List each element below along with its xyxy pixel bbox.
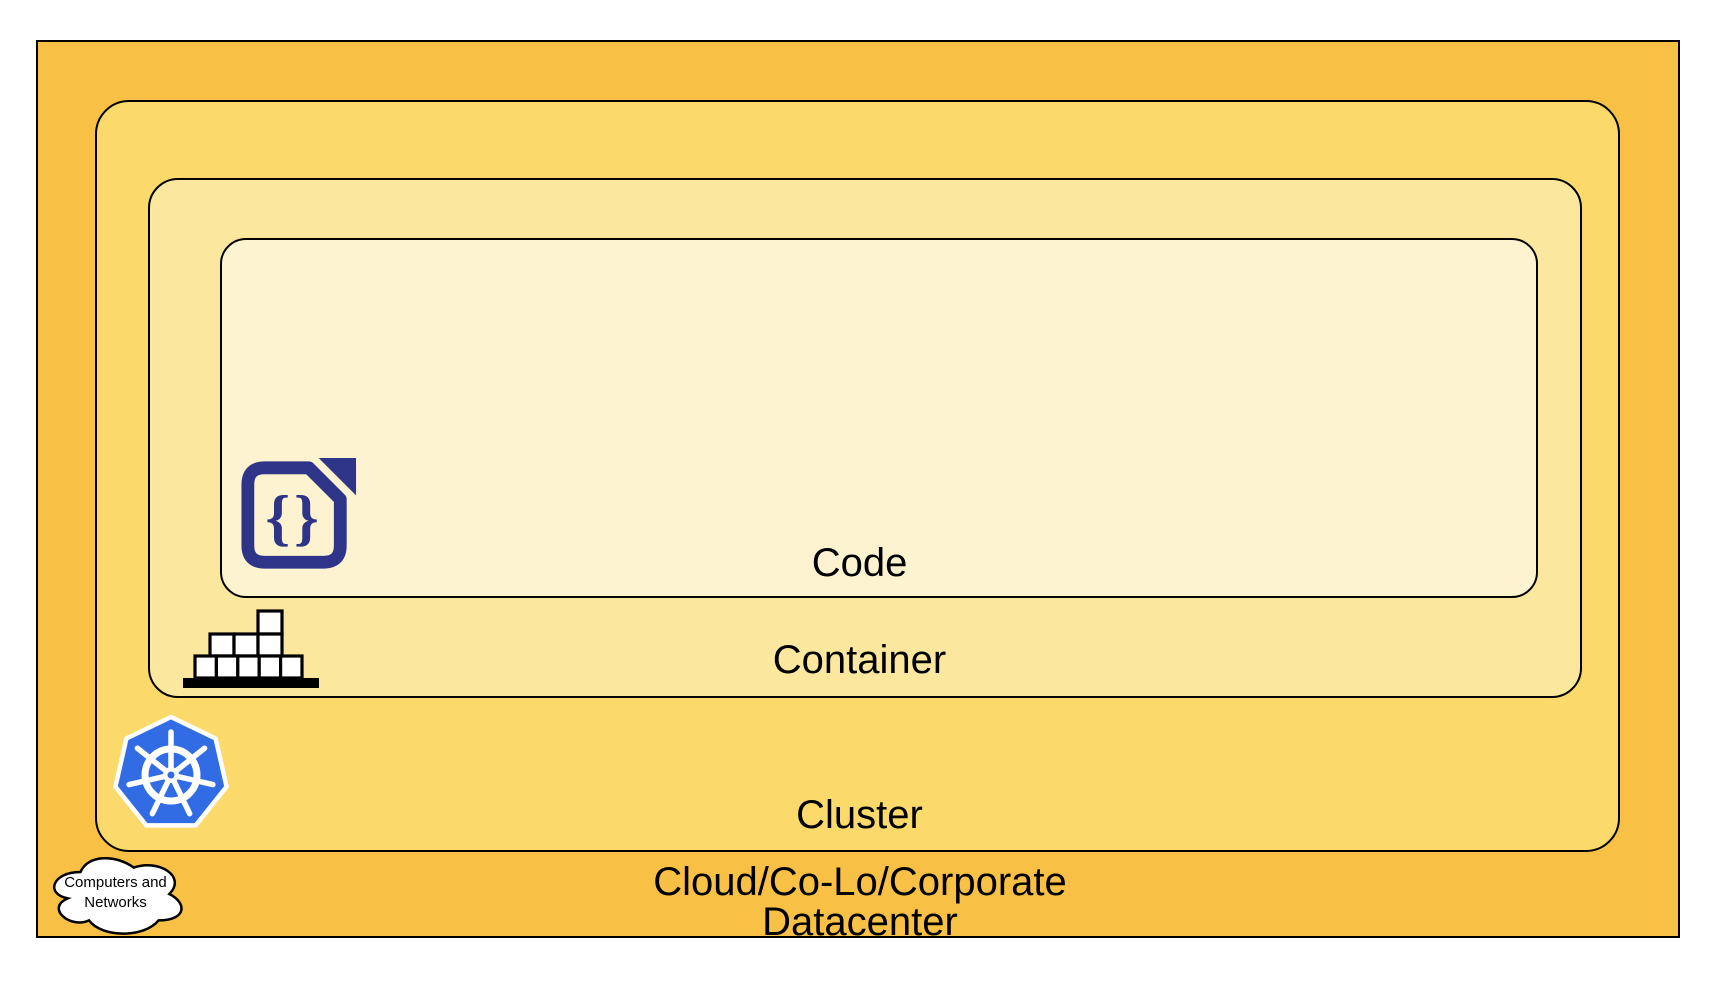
cloud-shape xyxy=(52,856,183,935)
datacenter-label-line1: Cloud/Co-Lo/Corporate xyxy=(653,859,1067,904)
layer-code: {} Code xyxy=(219,237,1538,598)
cluster-label: Cluster xyxy=(796,792,923,837)
cloud-computers-networks: Computers and Networks xyxy=(43,847,189,941)
folded-corner xyxy=(318,457,356,495)
layer-container: {} Code xyxy=(147,177,1582,698)
code-file-icon: {} xyxy=(240,457,356,569)
helm-wheel xyxy=(125,728,216,816)
cloud-label: Computers and Networks xyxy=(43,873,189,912)
kubernetes-icon xyxy=(112,714,229,828)
layer-cluster: {} Code xyxy=(94,99,1620,852)
layer-datacenter: {} Code xyxy=(36,40,1680,942)
cloud-label-line1: Computers and xyxy=(64,874,167,891)
code-label: Code xyxy=(811,540,908,585)
cloud-label-line2: Networks xyxy=(84,893,147,911)
base-bar xyxy=(182,677,319,688)
datacenter-label: Cloud/Co-Lo/Corporate Datacenter xyxy=(42,862,1678,942)
cloud-icon xyxy=(52,856,183,935)
braces-glyph: {} xyxy=(265,482,322,552)
datacenter-label-line2: Datacenter xyxy=(762,899,958,944)
document-outline xyxy=(240,460,347,569)
blocks-grid xyxy=(192,608,304,680)
container-stack-icon xyxy=(182,608,319,688)
container-label: Container xyxy=(772,637,947,682)
